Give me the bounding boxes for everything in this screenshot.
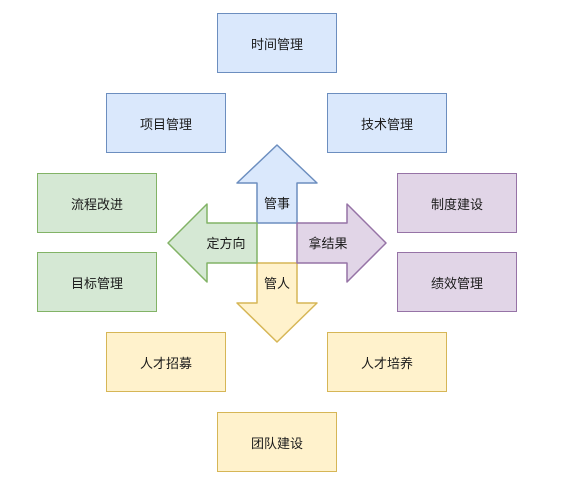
box-time-management: 时间管理 bbox=[217, 13, 337, 73]
arrow-left-label: 定方向 bbox=[206, 236, 245, 252]
box-performance-management: 绩效管理 bbox=[397, 252, 517, 312]
box-talent-training: 人才培养 bbox=[327, 332, 447, 392]
arrow-left bbox=[167, 203, 258, 283]
arrow-up bbox=[236, 144, 318, 224]
arrow-right bbox=[296, 203, 387, 283]
box-project-management: 项目管理 bbox=[106, 93, 226, 153]
arrow-down bbox=[236, 262, 318, 343]
arrow-down-label: 管人 bbox=[264, 277, 290, 292]
box-goal-management: 目标管理 bbox=[37, 252, 157, 312]
arrow-up-label: 管事 bbox=[264, 197, 290, 212]
box-tech-management: 技术管理 bbox=[327, 93, 447, 153]
box-talent-recruitment: 人才招募 bbox=[106, 332, 226, 392]
box-process-improvement: 流程改进 bbox=[37, 173, 157, 233]
arrow-right-label: 拿结果 bbox=[308, 236, 347, 252]
box-system-building: 制度建设 bbox=[397, 173, 517, 233]
box-team-building: 团队建设 bbox=[217, 412, 337, 472]
